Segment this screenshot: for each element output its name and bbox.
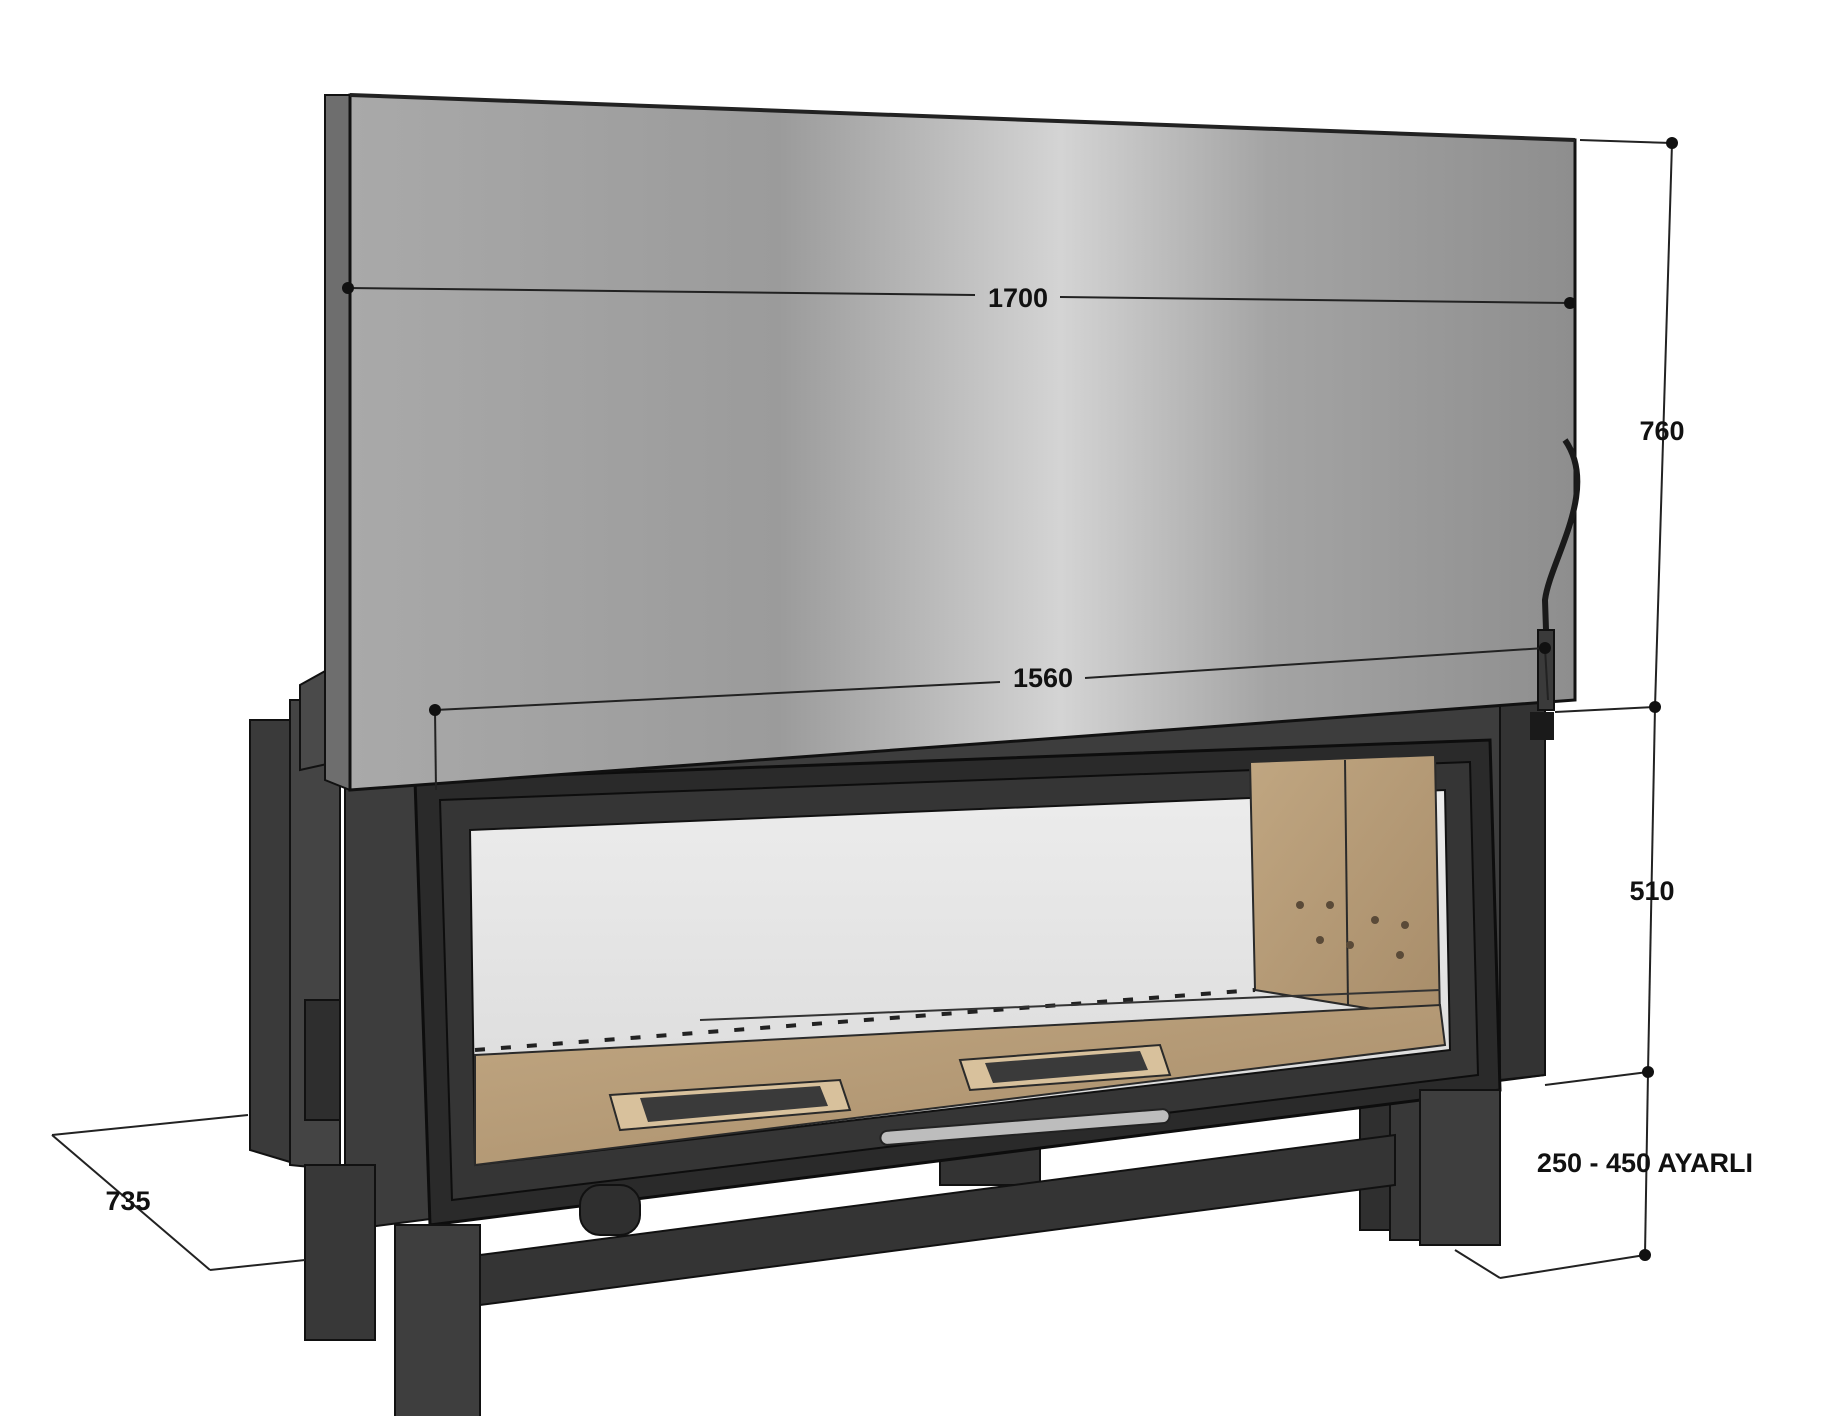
dimension-label-1700: 1700 [988, 283, 1048, 313]
dimension-label-760: 760 [1639, 416, 1684, 446]
hood-panel [324, 93, 1577, 792]
side-body [249, 658, 346, 1172]
dimension-depth: 735 [51, 1114, 306, 1271]
door-handle[interactable] [879, 1108, 1171, 1146]
dimension-label-735: 735 [105, 1186, 150, 1216]
dimension-width-top: 1700 [342, 282, 1576, 313]
dimension-label-leg-adjust: 250 - 450 AYARLI [1537, 1148, 1753, 1178]
fire-floor [474, 988, 1447, 1167]
dimension-height-body: 510 [1554, 701, 1675, 1073]
dimension-label-1560: 1560 [1013, 663, 1073, 693]
dimension-leg-adjust: 250 - 450 AYARLI [1454, 1066, 1753, 1279]
dimension-width-opening: 1560 [429, 642, 1551, 791]
dimension-height-total: 760 [1579, 137, 1685, 708]
dimension-label-510: 510 [1629, 876, 1674, 906]
front-legs [304, 1089, 1501, 1416]
firebrick-side [1248, 753, 1442, 1022]
